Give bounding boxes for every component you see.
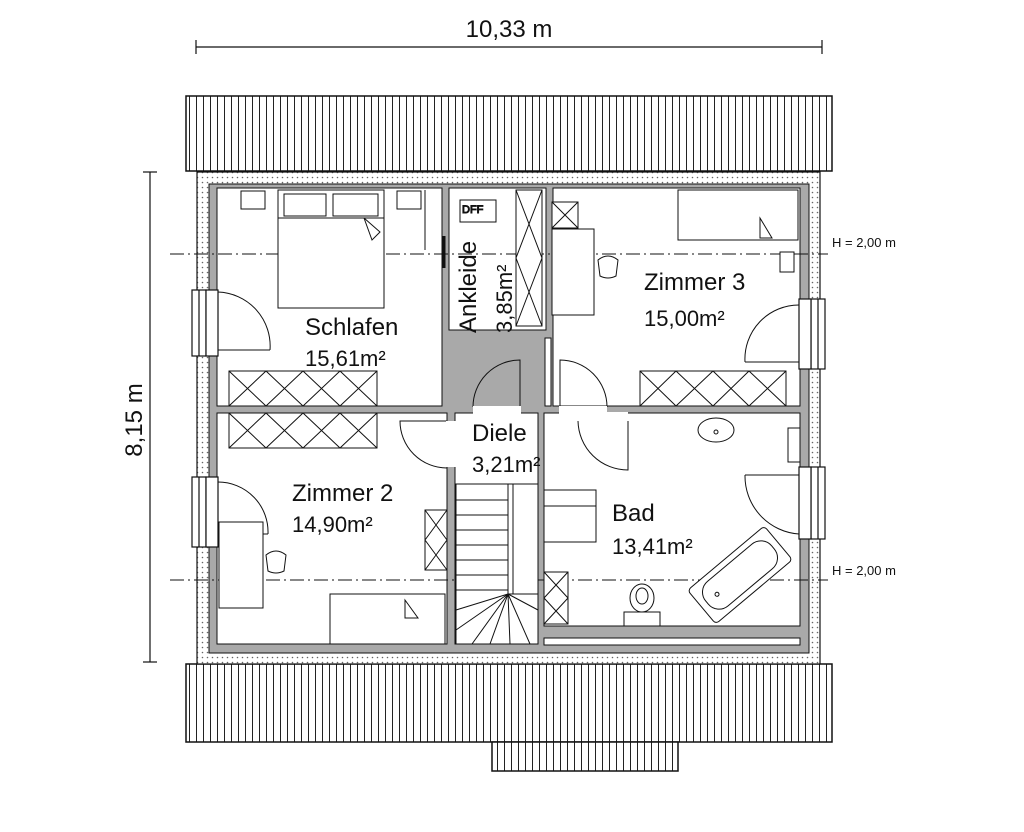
height-marker-lower-label: H = 2,00 m (832, 563, 896, 578)
shower-tray (543, 489, 597, 543)
room-zimmer2-name: Zimmer 2 (292, 480, 393, 507)
nightstand-left (240, 190, 266, 210)
bad-fixtures (543, 417, 801, 627)
height-marker-upper-label: H = 2,00 m (832, 235, 896, 250)
window-swings (217, 291, 800, 535)
room-ankleide-name: Ankleide (455, 241, 482, 333)
room-bad-area: 13,41m² (612, 534, 693, 559)
room-schlafen-name: Schlafen (305, 314, 398, 341)
room-bad-name: Bad (612, 500, 655, 527)
dff-label: DFF (462, 204, 484, 216)
chair-zimmer3 (597, 255, 619, 279)
desk-zimmer3 (551, 228, 595, 316)
width-dimension: 10,33 m (195, 16, 823, 54)
bad-shelf (543, 637, 801, 646)
door-ankleide-diele (472, 359, 521, 408)
room-diele-name: Diele (472, 420, 527, 447)
room-zimmer3-name: Zimmer 3 (644, 269, 745, 296)
staircase (455, 483, 539, 645)
bad-shelf-unit (543, 571, 569, 625)
nightstand-right (396, 190, 422, 210)
bed-zimmer2 (329, 593, 446, 645)
wardrobe-schlafen (228, 370, 378, 407)
height-label: 8,15 m (121, 383, 148, 456)
ankleide-furniture: DFF (442, 189, 543, 327)
bathtub (688, 527, 792, 623)
doors (399, 359, 629, 471)
toilet-tank (623, 611, 661, 627)
room-diele-area: 3,21m² (472, 452, 540, 477)
shelf-zimmer2 (424, 509, 448, 571)
windows (191, 289, 826, 548)
shelf-ankleide (515, 189, 543, 327)
height-marker-lower: H = 2,00 m (170, 563, 896, 581)
width-label: 10,33 m (466, 16, 553, 43)
roof-dormer-bottom (185, 663, 833, 772)
chair-zimmer2 (265, 550, 287, 574)
room-ankleide-area: 3,85m² (492, 265, 517, 333)
door-bad-diele (577, 420, 629, 471)
wall-gaps (446, 406, 628, 467)
door-zimmer3-diele (559, 359, 608, 408)
zimmer2-furniture (218, 412, 448, 645)
room-zimmer2-area: 14,90m² (292, 512, 373, 537)
bed-zimmer3 (677, 189, 799, 241)
room-zimmer3-area: 15,00m² (644, 306, 725, 331)
door-zimmer2-diele (399, 420, 448, 469)
room-schlafen-area: 15,61m² (305, 346, 386, 371)
schlafen-furniture (228, 189, 426, 407)
wardrobe-zimmer2 (228, 412, 378, 449)
room-labels: Schlafen 15,61m² Ankleide 3,85m² Zimmer … (292, 241, 745, 559)
desk-zimmer2 (218, 521, 264, 609)
wardrobe-zimmer3 (639, 370, 787, 407)
height-dimension: 8,15 m (121, 171, 157, 663)
roof-dormer-top (185, 95, 833, 172)
zimmer3-furniture (551, 189, 799, 407)
